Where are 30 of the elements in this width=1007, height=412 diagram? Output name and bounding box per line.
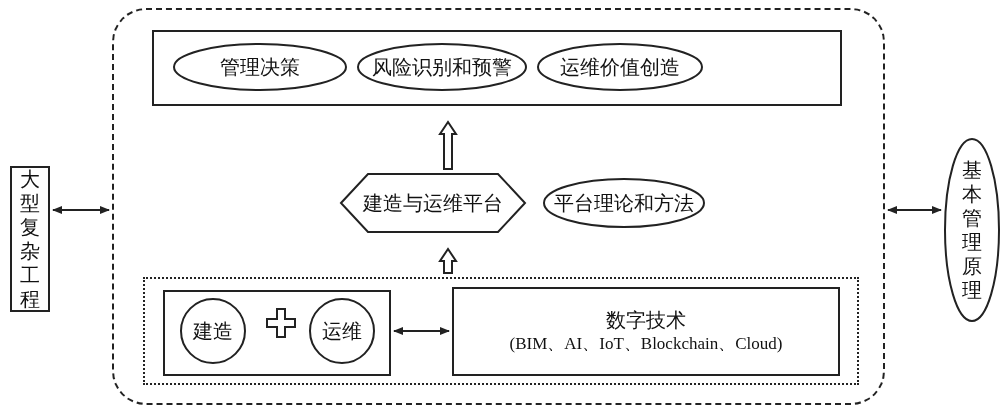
ellipse-node: [543, 178, 705, 228]
process-box: [452, 287, 840, 376]
hexagon-node: [340, 173, 526, 233]
node-text: 数字技术: [606, 308, 686, 334]
node-text: 建造: [193, 318, 233, 344]
process-box: [163, 290, 391, 376]
node-text: 大型复杂工程: [20, 167, 40, 311]
hollow-arrow: [438, 120, 458, 170]
process-box: [10, 166, 50, 312]
double-arrow: [393, 327, 450, 335]
node-text: (BIM、AI、IoT、Blockchain、Cloud): [509, 333, 783, 355]
double-arrow: [887, 206, 942, 214]
ellipse-node: [537, 43, 703, 91]
dashed-frame: [112, 8, 885, 405]
ellipse-node: [944, 138, 1000, 322]
node-text: 风险识别和预警: [372, 54, 512, 80]
circle-node: [180, 298, 246, 364]
hollow-arrow: [438, 247, 458, 274]
circle-node: [309, 298, 375, 364]
outcome-panel: [152, 30, 842, 106]
node-text: 建造与运维平台: [363, 190, 503, 216]
node-text: 基本管理原理: [962, 158, 982, 302]
double-arrow: [52, 206, 110, 214]
ellipse-node: [173, 43, 347, 91]
node-text: 平台理论和方法: [554, 190, 694, 216]
dotted-frame: [143, 277, 859, 385]
node-text: 运维: [322, 318, 362, 344]
ellipse-node: [357, 43, 527, 91]
node-text: 运维价值创造: [560, 54, 680, 80]
node-text: 管理决策: [220, 54, 300, 80]
